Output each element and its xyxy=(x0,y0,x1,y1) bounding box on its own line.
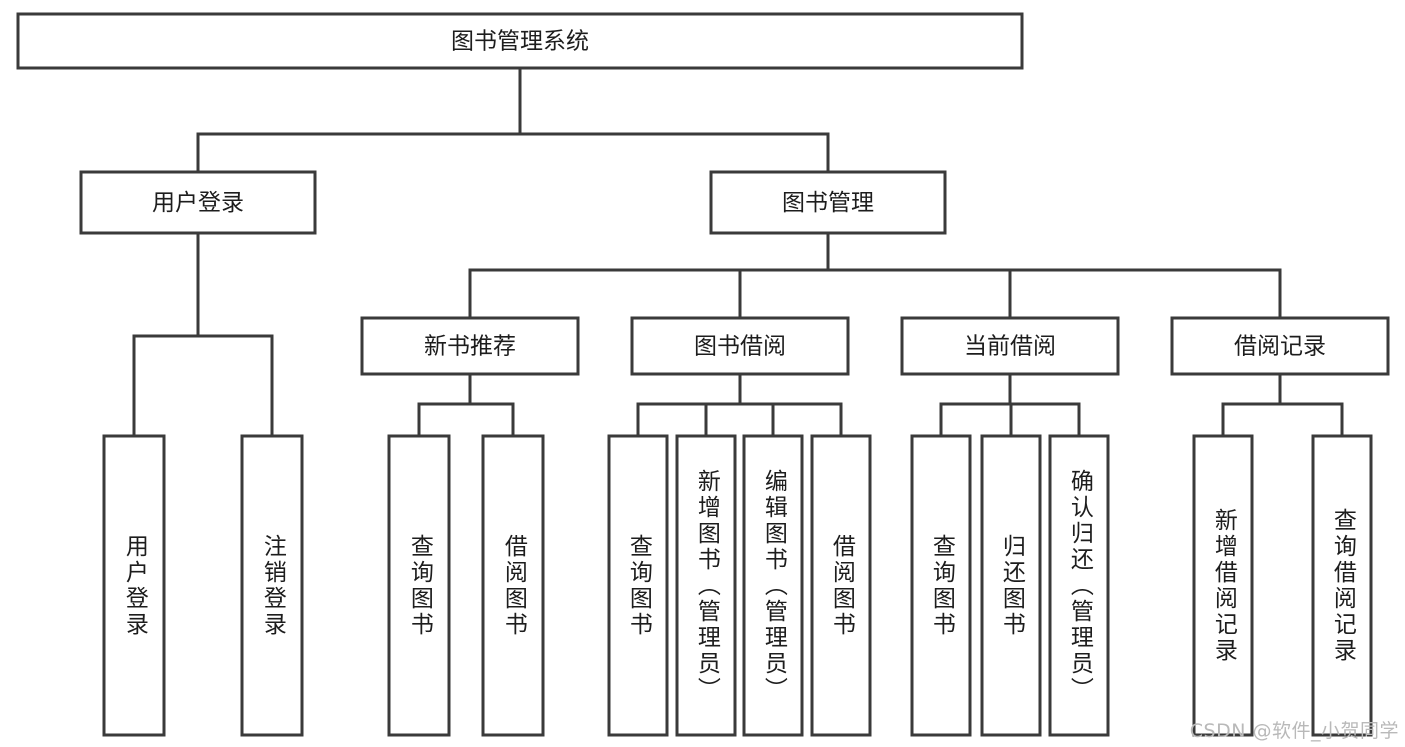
node-box-leaf-add-book-admin[interactable] xyxy=(675,434,737,737)
node-box-leaf-return-book[interactable] xyxy=(980,434,1042,737)
node-box-leaf-query-book-borrow[interactable] xyxy=(607,434,669,737)
node-box-leaf-logout[interactable] xyxy=(240,434,304,737)
node-label-book-manage: 图书管理 xyxy=(782,190,874,216)
boxes-layer xyxy=(16,12,1390,737)
node-box-leaf-user-login[interactable] xyxy=(102,434,166,737)
node-box-leaf-add-borrow-record[interactable] xyxy=(1192,434,1254,737)
node-label-root: 图书管理系统 xyxy=(451,29,589,55)
node-box-leaf-query-borrow-record[interactable] xyxy=(1311,434,1373,737)
node-label-borrow-record: 借阅记录 xyxy=(1234,334,1326,360)
node-box-leaf-borrow-book[interactable] xyxy=(810,434,872,737)
node-box-leaf-query-book-cur[interactable] xyxy=(910,434,972,737)
node-label-book-borrow: 图书借阅 xyxy=(694,334,786,360)
node-box-book-borrow[interactable] xyxy=(630,316,850,376)
node-box-leaf-confirm-return-admin[interactable] xyxy=(1048,434,1110,737)
node-box-root[interactable] xyxy=(16,12,1024,70)
node-box-new-book-recommend[interactable] xyxy=(360,316,580,376)
node-box-book-manage[interactable] xyxy=(709,170,947,235)
node-box-current-borrow[interactable] xyxy=(900,316,1120,376)
node-label-user-login: 用户登录 xyxy=(152,190,244,216)
node-box-leaf-edit-book-admin[interactable] xyxy=(742,434,804,737)
node-label-current-borrow: 当前借阅 xyxy=(964,334,1056,360)
node-box-leaf-borrow-book-rec[interactable] xyxy=(481,434,545,737)
node-box-borrow-record[interactable] xyxy=(1170,316,1390,376)
watermark-text: CSDN @软件_小贺同学 xyxy=(1189,720,1399,742)
node-box-user-login[interactable] xyxy=(79,170,317,235)
connectors-layer xyxy=(127,66,1349,444)
node-label-new-book-recommend: 新书推荐 xyxy=(424,334,516,360)
node-box-leaf-query-book-rec[interactable] xyxy=(387,434,451,737)
